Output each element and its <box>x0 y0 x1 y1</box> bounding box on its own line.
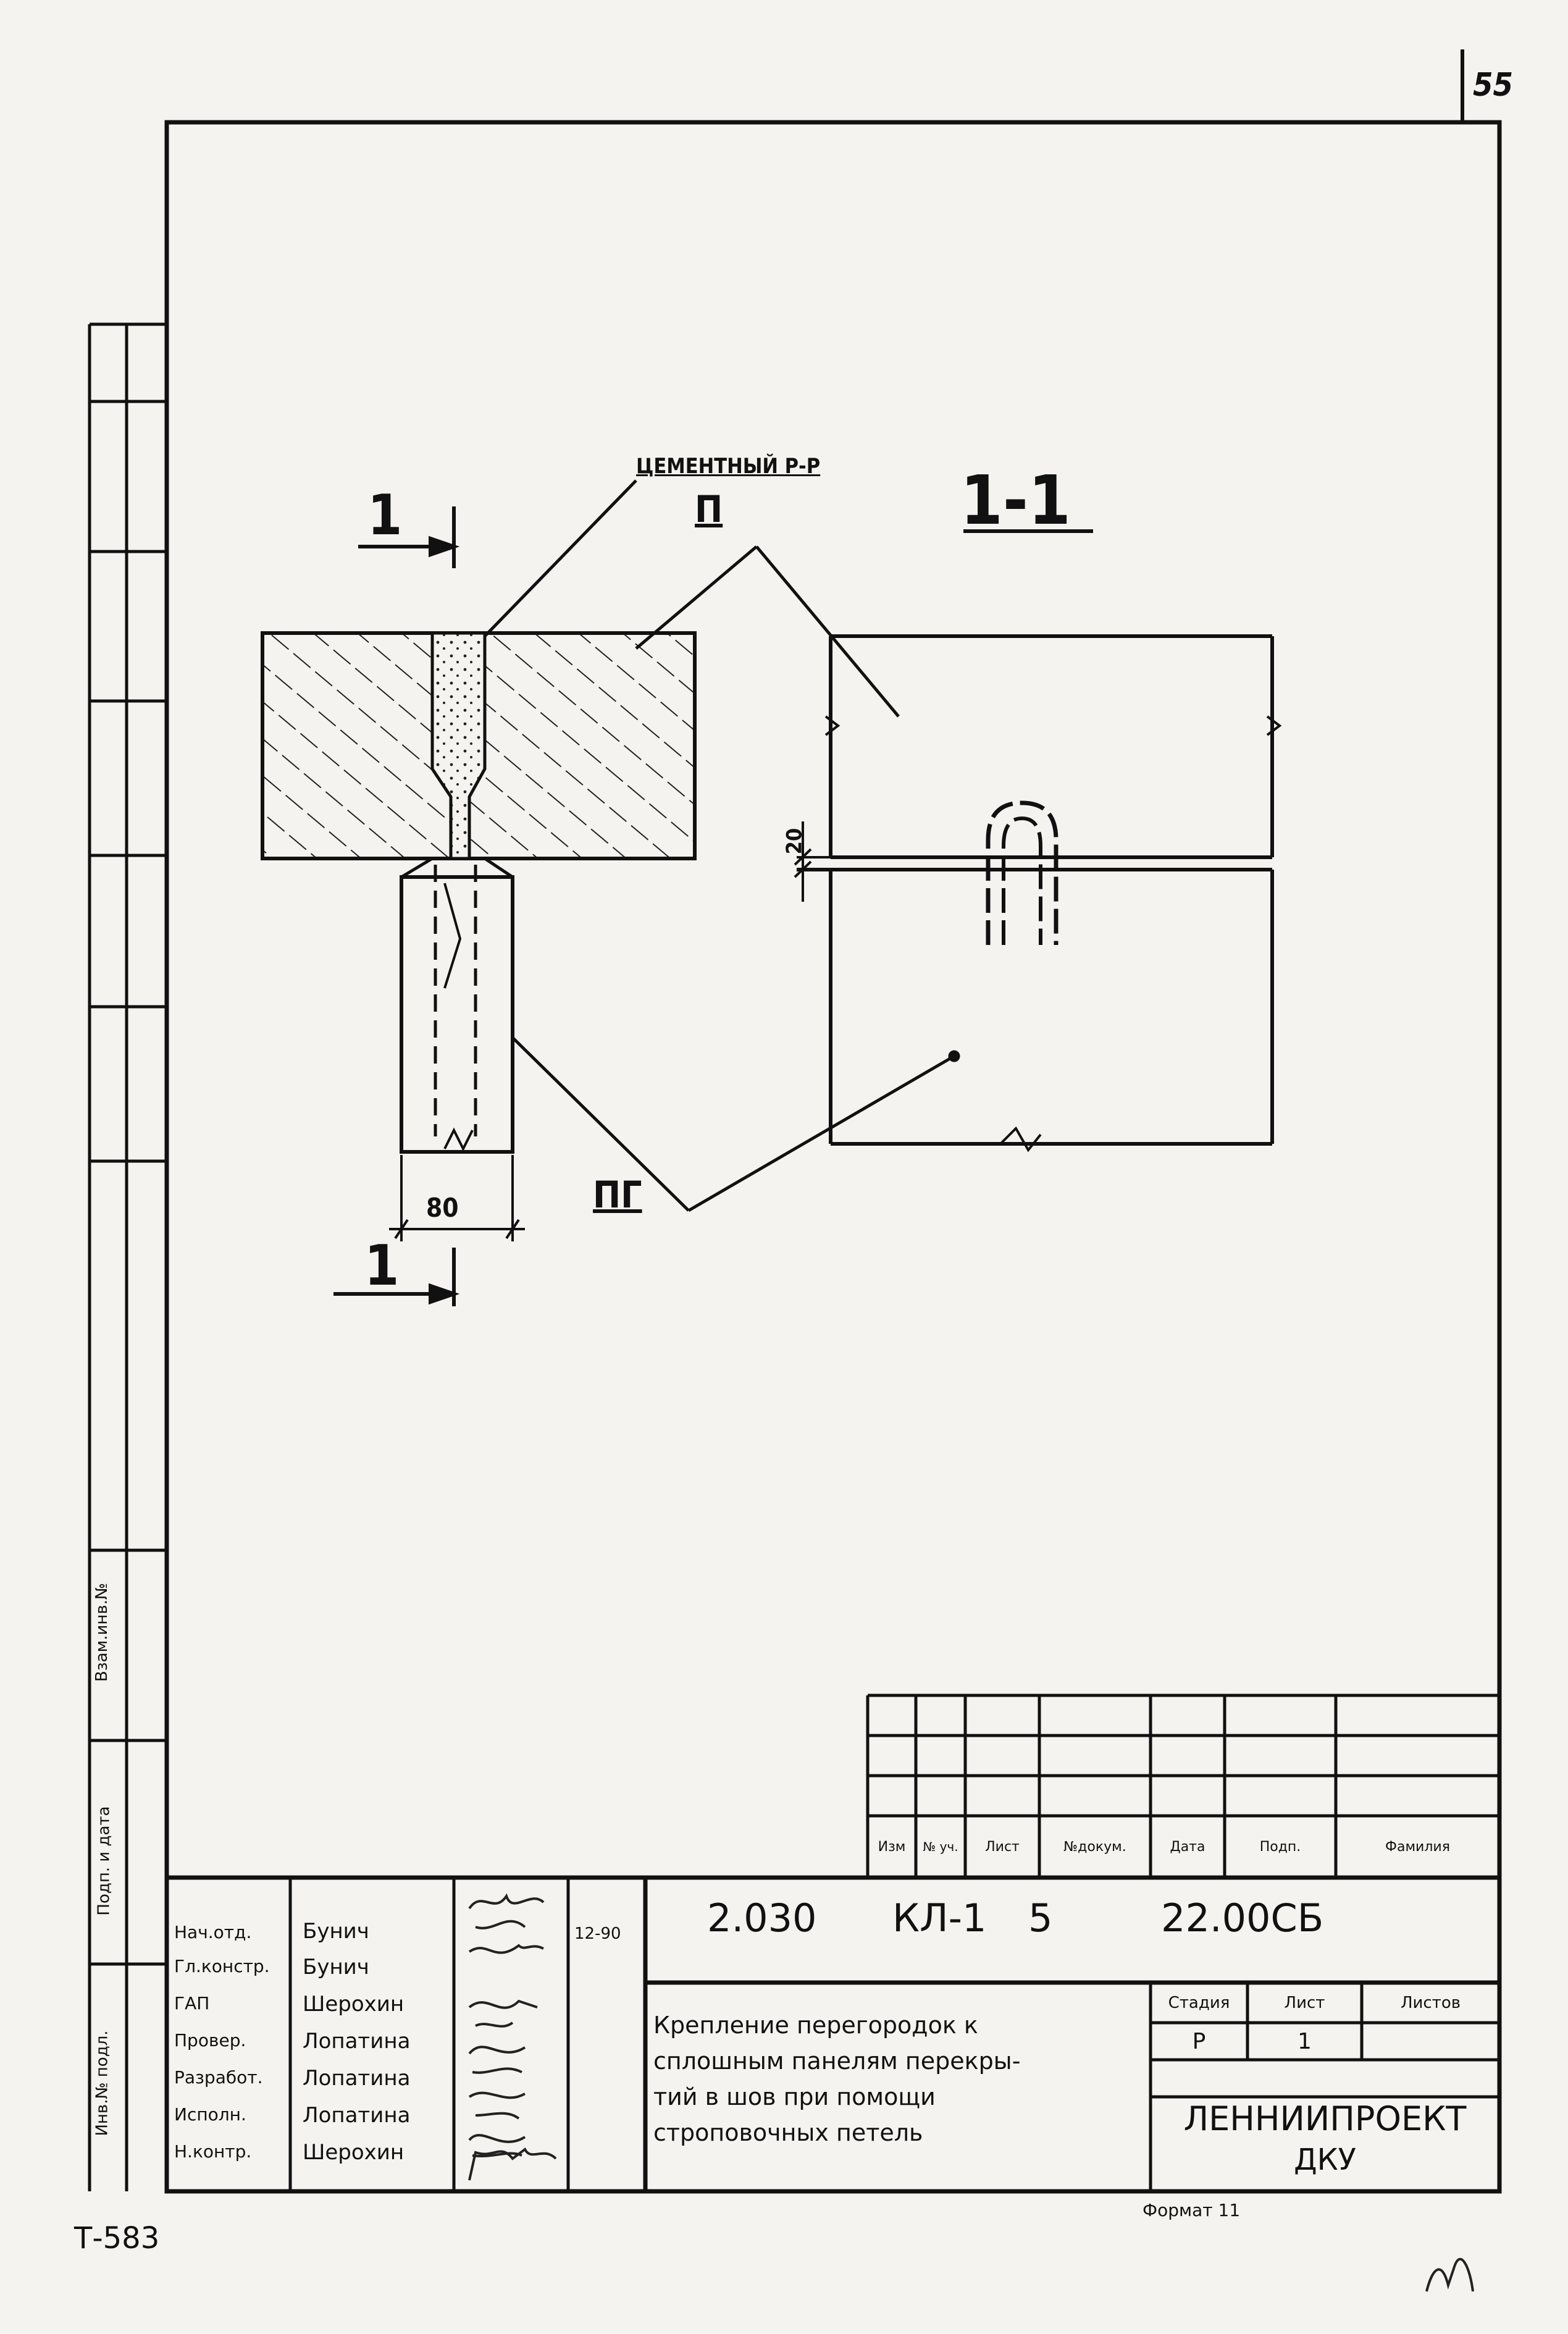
section-marks <box>333 506 460 1306</box>
role-4: Провер. <box>174 2030 246 2051</box>
section-mark-top: 1 <box>367 483 403 548</box>
title-block-grid <box>167 1875 1499 2191</box>
rev-header-uch: № уч. <box>923 1839 958 1854</box>
slab-section <box>261 631 697 860</box>
stage-value: Р <box>1192 2028 1206 2054</box>
name-5: Лопатина <box>303 2066 411 2091</box>
role-7: Н.контр. <box>174 2141 252 2162</box>
role-1: Нач.отд. <box>174 1922 252 1942</box>
description-line-4: строповочных петель <box>653 2119 923 2146</box>
rev-header-sign: Подп. <box>1259 1839 1301 1855</box>
format-label: Формат 11 <box>1142 2200 1241 2220</box>
signatures <box>468 1893 1474 2292</box>
organization-name: ЛЕННИИПРОЕКТ <box>1183 2099 1467 2138</box>
label-cement-mortar: ЦЕМЕНТНЫЙ Р-Р <box>636 454 821 479</box>
section-1-1 <box>794 529 1282 1152</box>
dim-80-label: 80 <box>426 1193 459 1223</box>
section-title: 1-1 <box>960 461 1071 540</box>
leader-lines <box>484 479 960 1212</box>
name-4: Лопатина <box>303 2029 411 2054</box>
name-3: Шерохин <box>303 1992 405 2017</box>
sheet-frame <box>164 120 1502 2194</box>
rev-header-doc: №докум. <box>1063 1839 1126 1855</box>
description-line-3: тий в шов при помощи <box>653 2083 936 2110</box>
description-line-1: Крепление перегородок к <box>653 2012 978 2039</box>
bottom-stamp: Т-583 <box>74 2221 160 2256</box>
doc-code-sheet: 5 <box>1028 1895 1053 1941</box>
side-label-replace: Взам.инв.№ <box>93 1583 111 1682</box>
description-line-2: сплошным панелям перекры- <box>653 2047 1021 2075</box>
label-pg: ПГ <box>593 1173 642 1217</box>
sheet-header: Лист <box>1284 1994 1325 2012</box>
organization-sub: ДКУ <box>1294 2143 1356 2177</box>
dim-80-lines <box>389 1155 525 1241</box>
date-top: 12-90 <box>574 1925 621 1943</box>
name-2: Бунич <box>303 1955 369 1979</box>
dim-20-label: 20 <box>782 828 807 855</box>
role-3: ГАП <box>174 1993 210 2013</box>
label-p: П <box>695 488 723 531</box>
name-7: Шерохин <box>303 2140 405 2165</box>
rev-header-izm: Изм <box>878 1839 906 1855</box>
doc-code-prefix: 2.030 <box>707 1895 817 1941</box>
stage-header: Стадия <box>1168 1994 1230 2012</box>
sheet-value: 1 <box>1298 2028 1312 2054</box>
side-strip <box>88 322 167 2191</box>
side-label-sign: Подп. и дата <box>94 1806 114 1916</box>
doc-code-doc: 22.00СБ <box>1161 1895 1324 1941</box>
rev-header-date: Дата <box>1170 1839 1205 1855</box>
role-6: Исполн. <box>174 2104 246 2125</box>
side-label-inv: Инв.№ подл. <box>93 2030 112 2136</box>
role-2: Гл.констр. <box>174 1956 270 1976</box>
role-5: Разработ. <box>174 2067 263 2088</box>
page-number: 55 <box>1473 67 1514 104</box>
partition-section <box>400 857 514 1154</box>
name-1: Бунич <box>303 1919 369 1944</box>
rev-header-name: Фамилия <box>1385 1839 1450 1855</box>
section-mark-bottom: 1 <box>364 1233 400 1298</box>
doc-code-series: КЛ-1 <box>892 1895 987 1941</box>
name-6: Лопатина <box>303 2103 411 2128</box>
rev-header-list: Лист <box>985 1839 1020 1855</box>
sheets-header: Листов <box>1400 1994 1461 2012</box>
